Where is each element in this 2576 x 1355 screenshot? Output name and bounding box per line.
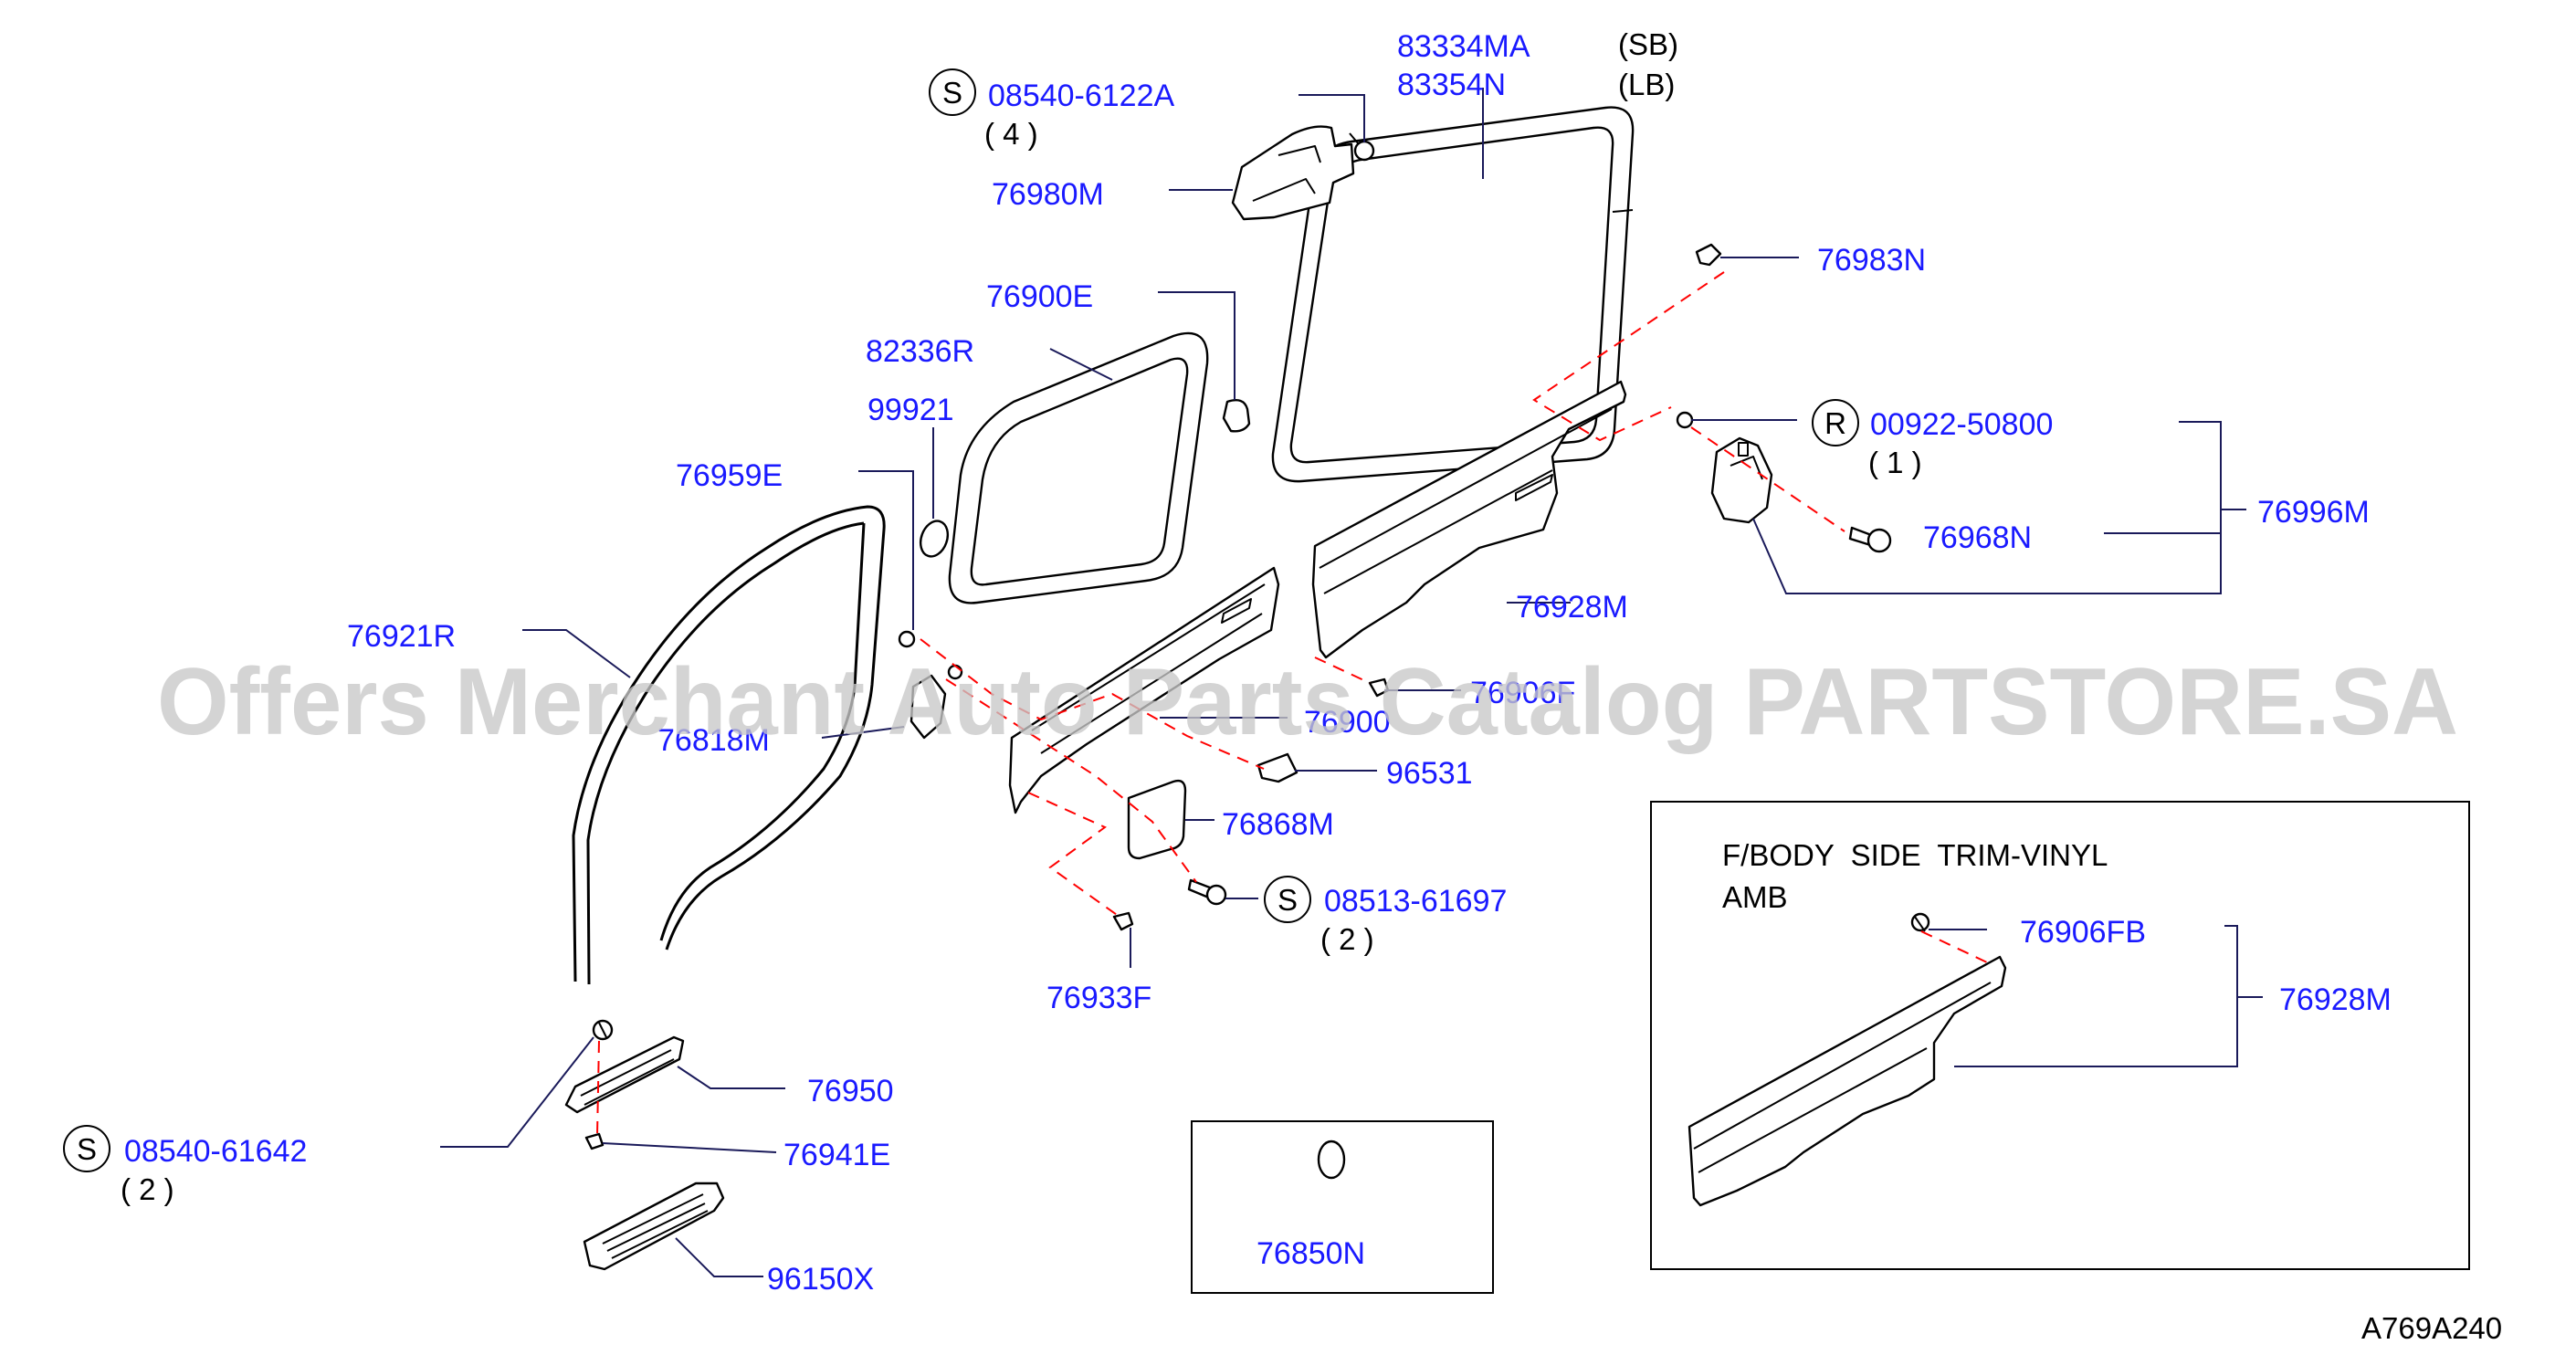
label-inset-76928m[interactable]: 76928M	[2279, 982, 2392, 1017]
cover-76868m-drawing	[1127, 779, 1187, 860]
label-76818m[interactable]: 76818M	[657, 723, 770, 758]
s-marker-3: S	[63, 1125, 110, 1172]
front-trim-panel-drawing	[1008, 566, 1280, 814]
inset-box	[1650, 801, 2470, 1270]
grommet-99921-drawing	[919, 520, 950, 558]
label-76900e[interactable]: 76900E	[986, 279, 1093, 314]
label-08540-61642[interactable]: 08540-61642	[124, 1134, 307, 1169]
scuff-plate-76950-drawing	[564, 1019, 685, 1114]
r-marker: R	[1812, 399, 1859, 446]
quarter-glass-weatherstrip-drawing	[948, 331, 1209, 604]
grommet-box	[1191, 1120, 1494, 1294]
label-76900[interactable]: 76900	[1304, 705, 1391, 740]
label-76906f[interactable]: 76906F	[1470, 676, 1575, 710]
label-76850n[interactable]: 76850N	[1256, 1236, 1365, 1271]
clip-76941e-drawing	[584, 1132, 605, 1150]
clip-76983n-drawing	[1695, 243, 1722, 267]
rear-side-trim-panel-drawing	[1311, 380, 1627, 659]
label-qty-4: ( 4 )	[984, 117, 1038, 151]
label-00922-50800[interactable]: 00922-50800	[1870, 407, 2053, 442]
door-opening-weatherstrip-drawing	[572, 505, 886, 985]
label-76941e[interactable]: 76941E	[783, 1138, 890, 1172]
label-qty-1: ( 1 )	[1868, 446, 1922, 479]
step-96150x-drawing	[583, 1182, 725, 1271]
label-76921r[interactable]: 76921R	[347, 619, 456, 654]
label-sb: (SB)	[1618, 27, 1678, 61]
inset-trim-panel-drawing	[1688, 912, 2007, 1207]
label-76996m[interactable]: 76996M	[2257, 495, 2370, 530]
part-labels: 83334MA 83354N (SB) (LB) 08540-6122A ( 4…	[121, 27, 2392, 1297]
label-82336r[interactable]: 82336R	[866, 334, 974, 369]
svg-text:R: R	[1824, 406, 1846, 440]
bracket-76818m-drawing	[898, 630, 963, 740]
assembly-dashed-lines	[596, 271, 1988, 1137]
screw-08513-drawing	[1187, 878, 1227, 906]
label-lb: (LB)	[1618, 68, 1675, 101]
grommet-76850n-drawing	[1317, 1140, 1346, 1180]
washer-drawing	[1676, 411, 1694, 429]
svg-text:S: S	[1277, 883, 1298, 917]
label-76959e[interactable]: 76959E	[676, 458, 783, 493]
clip-96531-drawing	[1256, 752, 1299, 783]
label-83334ma[interactable]: 83334MA	[1397, 29, 1530, 64]
label-96531[interactable]: 96531	[1386, 756, 1473, 791]
watermark: Offers Merchant Auto Parts Catalog PARTS…	[157, 649, 2458, 755]
hinge-bracket-76980m-drawing	[1231, 125, 1375, 221]
label-76928m[interactable]: 76928M	[1516, 590, 1628, 625]
leader-lines	[440, 88, 2263, 1277]
label-qty-2b: ( 2 )	[121, 1172, 174, 1206]
inset-title-2: AMB	[1722, 880, 1788, 914]
label-76933f[interactable]: 76933F	[1046, 981, 1151, 1015]
label-99921[interactable]: 99921	[867, 393, 954, 427]
label-08540-6122a[interactable]: 08540-6122A	[988, 79, 1175, 113]
label-76868m[interactable]: 76868M	[1222, 807, 1334, 842]
label-qty-2a: ( 2 )	[1320, 922, 1374, 956]
screw-76968n-drawing	[1848, 526, 1892, 553]
bracket-76996m-drawing	[1710, 436, 1773, 524]
label-83354n[interactable]: 83354N	[1397, 68, 1506, 102]
s-marker-2: S	[1264, 876, 1311, 923]
svg-text:S: S	[942, 76, 962, 110]
label-08513-61697[interactable]: 08513-61697	[1324, 884, 1507, 919]
label-76906fb[interactable]: 76906FB	[2020, 915, 2146, 950]
inset-title-1: F/BODY SIDE TRIM-VINYL	[1722, 838, 2108, 872]
clip-76900e-drawing	[1222, 399, 1251, 433]
svg-text:S: S	[77, 1132, 97, 1166]
label-76968n[interactable]: 76968N	[1923, 520, 2032, 555]
diagram-code: A769A240	[2361, 1311, 2502, 1345]
label-76983n[interactable]: 76983N	[1817, 243, 1926, 278]
label-76980m[interactable]: 76980M	[992, 177, 1104, 212]
label-76950[interactable]: 76950	[807, 1074, 894, 1108]
s-marker-1: S	[929, 68, 976, 116]
label-96150x[interactable]: 96150X	[767, 1262, 874, 1297]
clip-76933f-drawing	[1112, 911, 1134, 931]
